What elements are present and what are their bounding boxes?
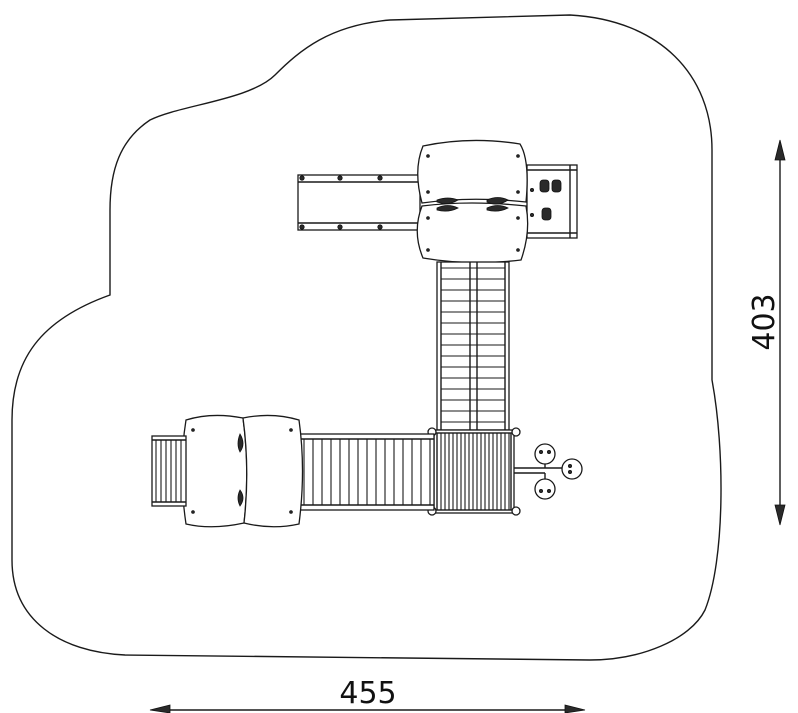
safety-zone-outline [11,14,722,661]
height-label: 403 [747,293,782,350]
upper-climbing-panel [526,164,578,239]
horizontal-bridge [299,433,435,511]
central-deck [427,427,521,516]
width-label: 455 [339,676,396,711]
lower-tower-roofs [181,414,304,528]
upper-tower-roofs [416,139,529,264]
vertical-bridge [436,261,510,431]
width-dimension: 455 [149,676,586,713]
spring-seat-feature [514,443,583,500]
lower-ladder [151,435,187,507]
upper-slide [297,174,421,231]
height-dimension: 403 [747,139,786,526]
